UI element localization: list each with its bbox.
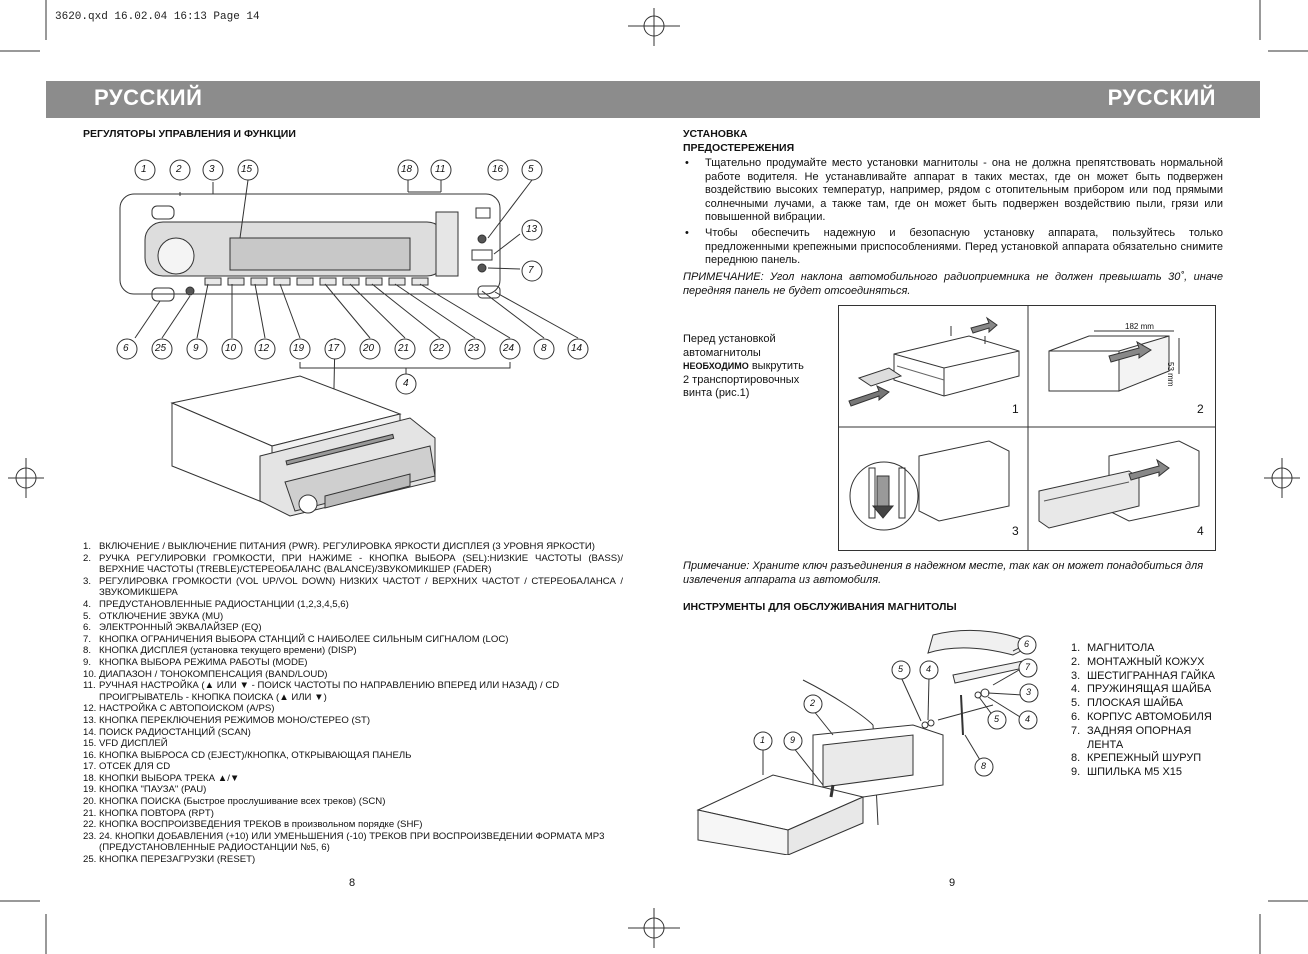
callout-label: 25: [155, 343, 167, 354]
list-item: 7.КНОПКА ОГРАНИЧЕНИЯ ВЫБОРА СТАНЦИЙ С НА…: [83, 633, 509, 645]
list-item: 14.ПОИСК РАДИОСТАНЦИЙ (SCAN): [83, 726, 251, 738]
controls-list: 1.ВКЛЮЧЕНИЕ / ВЫКЛЮЧЕНИЕ ПИТАНИЯ (PWR). …: [83, 541, 623, 866]
parts-list: 1.МАГНИТОЛА 2.МОНТАЖНЫЙ КОЖУХ 3.ШЕСТИГРА…: [1071, 642, 1221, 780]
list-item: 25.КНОПКА ПЕРЕЗАГРУЗКИ (RESET): [83, 854, 256, 866]
list-item: 17.ОТСЕК ДЛЯ CD: [83, 761, 171, 773]
key-note: Примечание: Храните ключ разъединения в …: [683, 560, 1204, 586]
left-page-number: 8: [349, 877, 356, 889]
figure-caption: Перед установкой автомагнитолы НЕОБХОДИМ…: [683, 333, 804, 400]
list-item: 9.КНОПКА ВЫБОРА РЕЖИМА РАБОТЫ (MODE): [83, 656, 308, 668]
install-title: УСТАНОВКА: [683, 128, 748, 140]
callout-label: 2: [176, 164, 182, 175]
list-item: 18.КНОПКИ ВЫБОРА ТРЕКА ▲/▼: [83, 772, 240, 784]
list-item: 8.КРЕПЕЖНЫЙ ШУРУП: [1071, 752, 1202, 765]
list-item: 8.КНОПКА ДИСПЛЕЯ (установка текущего вре…: [83, 645, 357, 657]
list-item: 19.КНОПКА "ПАУЗА" (PAU): [83, 784, 207, 796]
list-item: 7.ЗАДНЯЯ ОПОРНАЯ ЛЕНТА: [1071, 724, 1192, 751]
front-panel-diagram: [119, 179, 579, 517]
callout-label: 13: [526, 224, 538, 235]
callout-label: 15: [241, 164, 253, 175]
controls-section-title: РЕГУЛЯТОРЫ УПРАВЛЕНИЯ И ФУНКЦИИ: [83, 128, 296, 140]
callout-label: 19: [293, 343, 305, 354]
dimension-height: 53 mm: [1166, 362, 1175, 387]
list-item: 9.ШПИЛЬКА M5 X15: [1071, 766, 1183, 779]
callout-label: 14: [571, 343, 583, 354]
callout-label: 7: [528, 265, 534, 276]
list-item: 2.МОНТАЖНЫЙ КОЖУХ: [1071, 655, 1205, 668]
print-slug: 3620.qxd 16.02.04 16:13 Page 14: [55, 11, 260, 23]
callout-label: 12: [258, 343, 270, 354]
list-item: 15.VFD ДИСПЛЕЙ: [83, 738, 168, 750]
callout-label: 10: [225, 343, 237, 354]
callout-label: 3: [209, 164, 215, 175]
callout-label: 23: [468, 343, 480, 354]
figure-number: 4: [1197, 524, 1204, 538]
mounting-callouts: 1 9 2 5 4 6 7 3 5 4 8: [760, 639, 1032, 771]
list-item: 12.НАСТРОЙКА С АВТОПОИСКОМ (A/PS): [83, 703, 275, 715]
callout-label: 17: [328, 343, 340, 354]
list-item: 1.ВКЛЮЧЕНИЕ / ВЫКЛЮЧЕНИЕ ПИТАНИЯ (PWR). …: [83, 541, 595, 552]
precautions-title: ПРЕДОСТЕРЕЖЕНИЯ: [683, 142, 795, 154]
list-item: 3.РЕГУЛИРОВКА ГРОМКОСТИ (VOL UP/VOL DOWN…: [83, 575, 623, 599]
right-page-title: РУССКИЙ: [1107, 85, 1216, 110]
list-item: •Чтобы обеспечить надежную и безопасную …: [685, 226, 1223, 267]
list-item: 6.КОРПУС АВТОМОБИЛЯ: [1071, 710, 1212, 723]
list-item: 3.ШЕСТИГРАННАЯ ГАЙКА: [1071, 669, 1215, 682]
callout-label: 6: [123, 343, 129, 354]
list-item: •Тщательно продумайте место установки ма…: [685, 157, 1223, 224]
callout-label: 8: [541, 343, 547, 354]
right-page-number: 9: [949, 877, 956, 889]
list-item: 10.ДИАПАЗОН / ТОНОКОМПЕНСАЦИЯ (BAND/LOUD…: [83, 668, 328, 680]
callout-label: 20: [363, 343, 375, 354]
callout-label: 11: [435, 164, 446, 175]
dimension-width: 182 mm: [1125, 322, 1154, 331]
list-item: 2.РУЧКА РЕГУЛИРОВКИ ГРОМКОСТИ, ПРИ НАЖИМ…: [83, 552, 623, 576]
list-item: 11.РУЧНАЯ НАСТРОЙКА (▲ ИЛИ ▼ - ПОИСК ЧАС…: [83, 680, 560, 703]
mounting-diagram: [696, 630, 1039, 855]
list-item: 13.КНОПКА ПЕРЕКЛЮЧЕНИЯ РЕЖИМОВ МОНО/СТЕР…: [83, 714, 371, 726]
figure-number: 1: [1012, 402, 1019, 416]
list-item: 21.КНОПКА ПОВТОРА (RPT): [83, 807, 214, 819]
callout-label: 9: [193, 343, 199, 354]
callout-label: 21: [398, 343, 410, 354]
list-item: 16.КНОПКА ВЫБРОСА CD (EJECT)/КНОПКА, ОТК…: [83, 749, 412, 761]
list-item: 22.КНОПКА ВОСПРОИЗВЕДЕНИЯ ТРЕКОВ в произ…: [83, 819, 423, 831]
install-figure: 1 2 3 4 182 mm 53 mm: [838, 305, 1216, 551]
callout-label: 16: [492, 164, 504, 175]
list-item: 5.ОТКЛЮЧЕНИЕ ЗВУКА (MU): [83, 610, 224, 622]
header-band: РУССКИЙ РУССКИЙ: [46, 81, 1260, 118]
list-item: 1.МАГНИТОЛА: [1071, 642, 1155, 654]
callout-label: 1: [141, 164, 147, 175]
callout-label: 22: [433, 343, 445, 354]
figure-number: 3: [1012, 524, 1019, 538]
list-item: 4.ПРЕДУСТАНОВЛЕННЫЕ РАДИОСТАНЦИИ (1,2,3,…: [83, 598, 349, 610]
list-item: 23.24. КНОПКИ ДОБАВЛЕНИЯ (+10) ИЛИ УМЕНЬ…: [83, 830, 605, 854]
list-item: 20.КНОПКА ПОИСКА (Быстрое прослушивание …: [83, 796, 386, 808]
list-item: 6.ЭЛЕКТРОННЫЙ ЭКВАЛАЙЗЕР (EQ): [83, 622, 262, 634]
tilt-note: ПРИМЕЧАНИЕ: Угол наклона автомобильного …: [683, 271, 1223, 297]
figure-number: 2: [1197, 402, 1204, 416]
list-item: 4.ПРУЖИНЯЩАЯ ШАЙБА: [1071, 683, 1212, 696]
callout-label: 5: [528, 164, 534, 175]
precautions-list: •Тщательно продумайте место установки ма…: [683, 157, 1223, 268]
left-page-title: РУССКИЙ: [94, 85, 203, 110]
list-item: 5.ПЛОСКАЯ ШАЙБА: [1071, 697, 1184, 710]
tools-title: ИНСТРУМЕНТЫ ДЛЯ ОБСЛУЖИВАНИЯ МАГНИТОЛЫ: [683, 601, 957, 613]
callout-label: 18: [401, 164, 413, 175]
callout-label: 4: [403, 378, 409, 389]
callout-label: 24: [503, 343, 515, 354]
